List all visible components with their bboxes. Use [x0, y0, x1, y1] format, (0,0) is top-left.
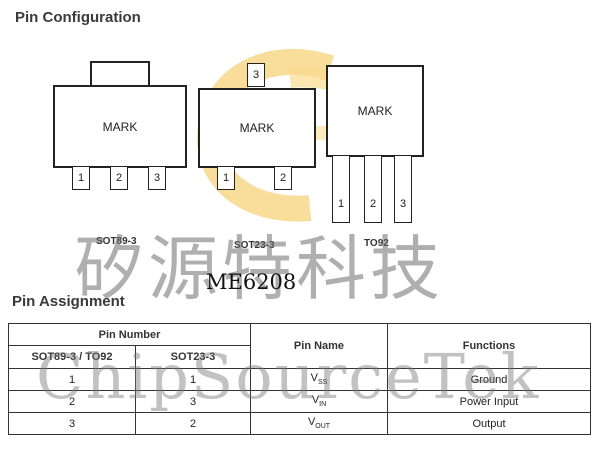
- mark-label: MARK: [239, 121, 275, 135]
- package-body: MARK: [53, 85, 187, 168]
- header-functions: Functions: [387, 323, 591, 369]
- pin: 1: [72, 166, 90, 190]
- pin: 2: [364, 155, 382, 223]
- package-name: TO92: [364, 238, 389, 249]
- mark-label: MARK: [357, 104, 393, 118]
- header-pin-name: Pin Name: [250, 323, 388, 369]
- package-name: SOT23-3: [234, 240, 275, 251]
- header-sot23: SOT23-3: [135, 345, 251, 369]
- pin: 2: [110, 166, 128, 190]
- watermark-english: ChipSourceTek: [36, 340, 541, 413]
- cell-function: Output: [387, 412, 591, 435]
- pin: 1: [332, 155, 350, 223]
- pin-name-main: V: [310, 372, 318, 385]
- package-tab: [90, 61, 150, 89]
- pin-assignment-heading: Pin Assignment: [12, 293, 125, 310]
- watermark-chinese: 矽源特科技: [74, 228, 444, 310]
- pin-name-sub: SS: [318, 379, 328, 387]
- pin: 2: [274, 166, 292, 190]
- header-pin-number: Pin Number: [8, 323, 251, 346]
- table-row: 1 1 VSS Ground: [8, 368, 591, 391]
- pin: 3: [247, 63, 265, 87]
- pin-name-main: V: [307, 416, 316, 429]
- package-body: MARK: [326, 65, 424, 157]
- mark-label: MARK: [102, 119, 138, 134]
- pin: 3: [148, 166, 166, 190]
- header-sot89: SOT89-3 / TO92: [8, 345, 136, 369]
- pin-configuration-heading: Pin Configuration: [15, 9, 141, 26]
- package-body: MARK: [198, 88, 316, 168]
- pin-name-main: V: [311, 394, 320, 407]
- cell-sot89: 3: [8, 412, 136, 435]
- pin-name-sub: IN: [319, 401, 327, 409]
- pin-assignment-table: Pin Number Pin Name Functions SOT89-3 / …: [8, 323, 591, 435]
- cell-sot23: 2: [135, 412, 251, 435]
- part-number: ME6208: [206, 270, 297, 294]
- cell-pin-name: VOUT: [250, 412, 388, 435]
- pin: 3: [394, 155, 412, 223]
- pin-number: 2: [369, 198, 377, 210]
- package-name: SOT89-3: [96, 236, 137, 247]
- pin-number: 1: [337, 198, 345, 210]
- pin-name-sub: OUT: [315, 423, 331, 431]
- pin: 1: [217, 166, 235, 190]
- table-row: 2 3 VIN Power Input: [8, 390, 591, 413]
- table-row: 3 2 VOUT Output: [8, 412, 591, 435]
- pin-number: 3: [399, 198, 407, 210]
- cell-function: Power Input: [387, 390, 591, 413]
